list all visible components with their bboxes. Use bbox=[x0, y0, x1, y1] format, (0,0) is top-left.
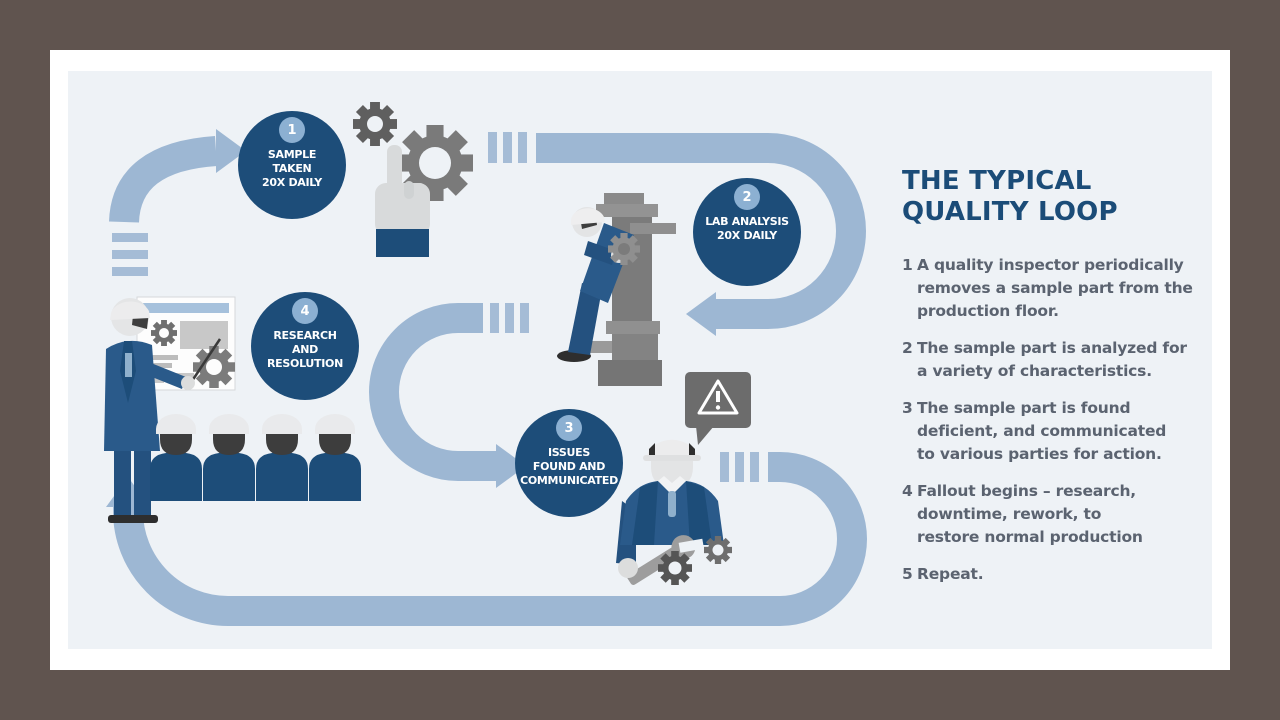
list-item-5: 5 Repeat. bbox=[902, 563, 1238, 586]
pointing-hand-gears bbox=[353, 102, 473, 257]
worker-figure bbox=[557, 207, 640, 362]
loop-middle-c-curve bbox=[369, 303, 496, 481]
list-item-1: 1 A quality inspector periodically remov… bbox=[902, 254, 1238, 323]
step-number-badge: 4 bbox=[292, 298, 318, 324]
presenter-figure bbox=[104, 298, 222, 523]
step-label: SAMPLE TAKEN 20X DAILY bbox=[262, 148, 322, 189]
dash-group-middle bbox=[490, 303, 529, 333]
item-text: The sample part is analyzed for a variet… bbox=[917, 339, 1187, 380]
item-number: 5 bbox=[902, 565, 913, 583]
item-number: 2 bbox=[902, 339, 913, 357]
audience-member bbox=[203, 414, 255, 501]
audience-member bbox=[256, 414, 308, 501]
step-number-badge: 1 bbox=[279, 117, 305, 143]
list-item-2: 2 The sample part is analyzed for a vari… bbox=[902, 337, 1238, 383]
step-number-badge: 3 bbox=[556, 415, 582, 441]
loop-dashes bbox=[112, 132, 759, 482]
loop-top-right-curve bbox=[536, 133, 866, 329]
step-label: ISSUES FOUND AND COMMUNICATED bbox=[520, 446, 618, 487]
list-item-3: 3 The sample part is found deficient, an… bbox=[902, 397, 1238, 466]
info-panel: THE TYPICAL QUALITY LOOP 1 A quality ins… bbox=[902, 166, 1238, 600]
item-number: 3 bbox=[902, 399, 913, 417]
maintenance-worker-wrench bbox=[616, 439, 732, 585]
pointing-hand-icon bbox=[375, 145, 430, 257]
item-number: 4 bbox=[902, 482, 913, 500]
item-text: Repeat. bbox=[917, 565, 984, 583]
slide: 1 SAMPLE TAKEN 20X DAILY 2 LAB ANALYSIS … bbox=[50, 50, 1230, 670]
arrow-right-icon bbox=[216, 129, 246, 173]
audience-member bbox=[150, 414, 202, 501]
dash-group-horizontal bbox=[112, 233, 148, 276]
warning-triangle-icon bbox=[697, 379, 739, 415]
page-title: THE TYPICAL QUALITY LOOP bbox=[902, 166, 1118, 227]
loop-bottom-curve bbox=[113, 452, 867, 626]
glove bbox=[618, 558, 638, 578]
machine-operator-worker bbox=[557, 193, 676, 386]
step-label: LAB ANALYSIS 20X DAILY bbox=[705, 215, 789, 242]
loop-step-2: 2 LAB ANALYSIS 20X DAILY bbox=[693, 178, 801, 286]
audience-member bbox=[309, 414, 361, 501]
arrow-right-icon bbox=[496, 444, 526, 488]
wrench-icon bbox=[627, 535, 705, 585]
loop-step-4: 4 RESEARCH AND RESOLUTION bbox=[251, 292, 359, 400]
list-item-4: 4 Fallout begins – research, downtime, r… bbox=[902, 480, 1238, 549]
item-number: 1 bbox=[902, 256, 913, 274]
slide-panel: 1 SAMPLE TAKEN 20X DAILY 2 LAB ANALYSIS … bbox=[68, 71, 1212, 649]
warning-speech-bubble bbox=[685, 372, 751, 445]
item-text: A quality inspector periodically removes… bbox=[917, 256, 1193, 320]
arrow-left-icon bbox=[686, 292, 716, 336]
loop-step-1: 1 SAMPLE TAKEN 20X DAILY bbox=[238, 111, 346, 219]
worker-bust bbox=[616, 439, 724, 565]
loop-step-3: 3 ISSUES FOUND AND COMMUNICATED bbox=[515, 409, 623, 517]
dash-group-bottom bbox=[720, 452, 759, 482]
dash-group-top bbox=[488, 132, 527, 163]
item-text: The sample part is found deficient, and … bbox=[917, 399, 1167, 463]
quality-loop-diagram bbox=[104, 102, 867, 626]
loop-path bbox=[109, 133, 867, 626]
step-label: RESEARCH AND RESOLUTION bbox=[267, 329, 343, 370]
item-text: Fallout begins – research, downtime, rew… bbox=[917, 482, 1143, 546]
step-number-badge: 2 bbox=[734, 184, 760, 210]
presenter-whiteboard bbox=[104, 296, 361, 523]
loop-top-left-curve bbox=[109, 136, 218, 224]
audience-hard-hats bbox=[150, 414, 361, 501]
